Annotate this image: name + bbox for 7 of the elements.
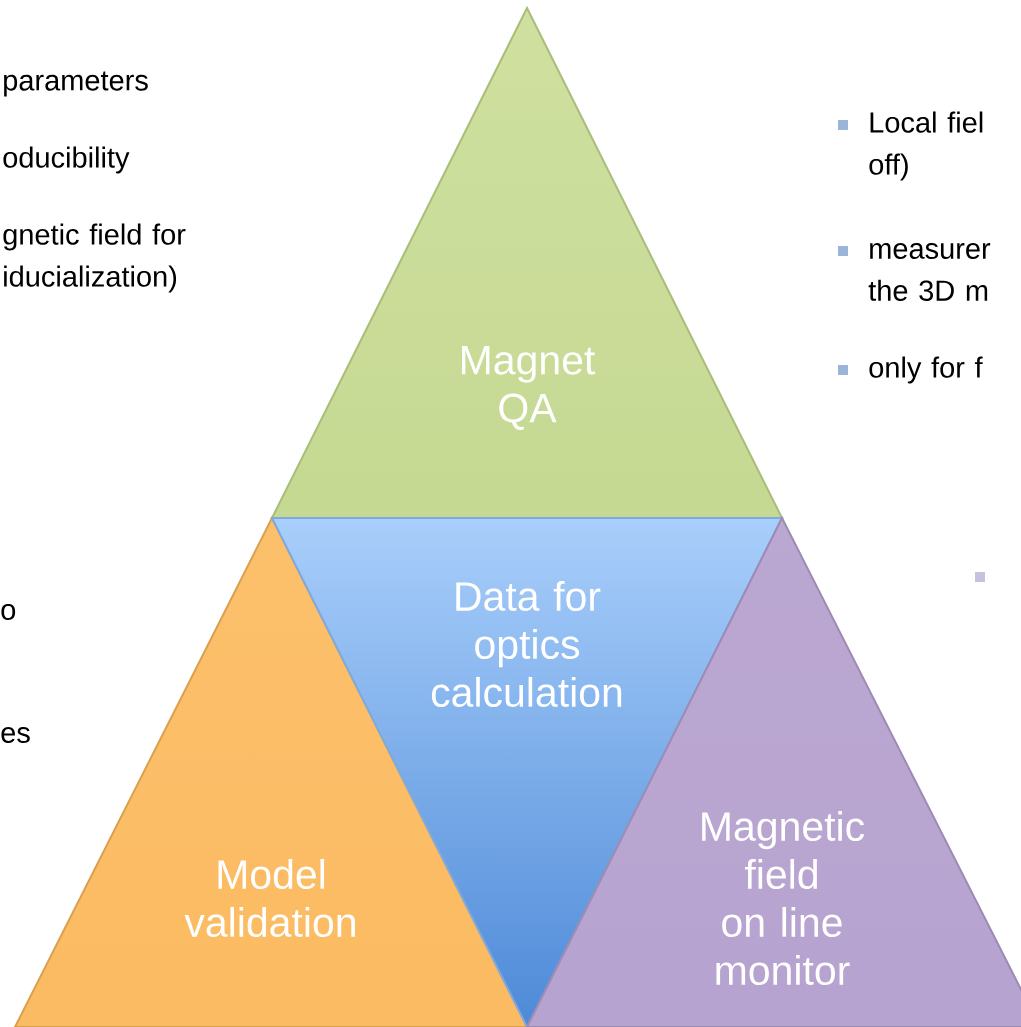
text-fragment: parameters (4, 71, 148, 97)
text-fragment: only for f (869, 356, 983, 384)
text-fragment: measurer the 3D m (868, 243, 991, 301)
text-fragment: gnetic field for iducialization) (3, 223, 186, 293)
text-fragment: Local fiel off) (869, 111, 983, 181)
text-fragment: o (1, 604, 16, 620)
text-fragment: oducibility (3, 146, 130, 174)
